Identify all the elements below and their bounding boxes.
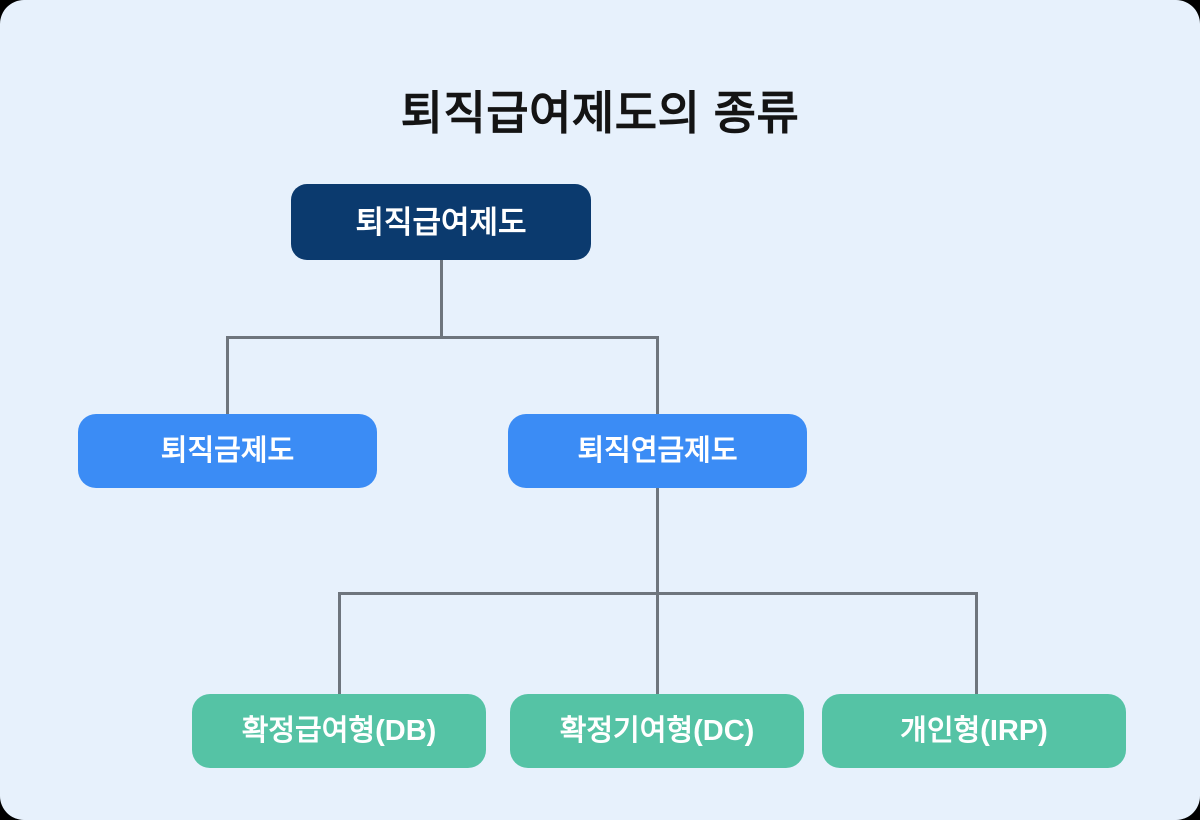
page-title: 퇴직급여제도의 종류: [400, 86, 800, 139]
node-retirement-pension-system[interactable]: 퇴직연금제도: [508, 414, 807, 488]
node-severance-pay-system[interactable]: 퇴직금제도: [78, 414, 377, 488]
node-label: 확정급여형(DB): [241, 714, 437, 747]
node-individual-retirement-pension[interactable]: 개인형(IRP): [822, 694, 1126, 768]
node-label: 퇴직연금제도: [577, 434, 738, 467]
node-retirement-benefit-system[interactable]: 퇴직급여제도: [291, 184, 591, 260]
node-label: 퇴직금제도: [160, 434, 295, 467]
node-label: 확정기여형(DC): [559, 714, 755, 747]
node-label: 개인형(IRP): [900, 714, 1048, 747]
node-defined-contribution[interactable]: 확정기여형(DC): [510, 694, 804, 768]
node-defined-benefit[interactable]: 확정급여형(DB): [192, 694, 486, 768]
node-label: 퇴직급여제도: [355, 204, 527, 240]
